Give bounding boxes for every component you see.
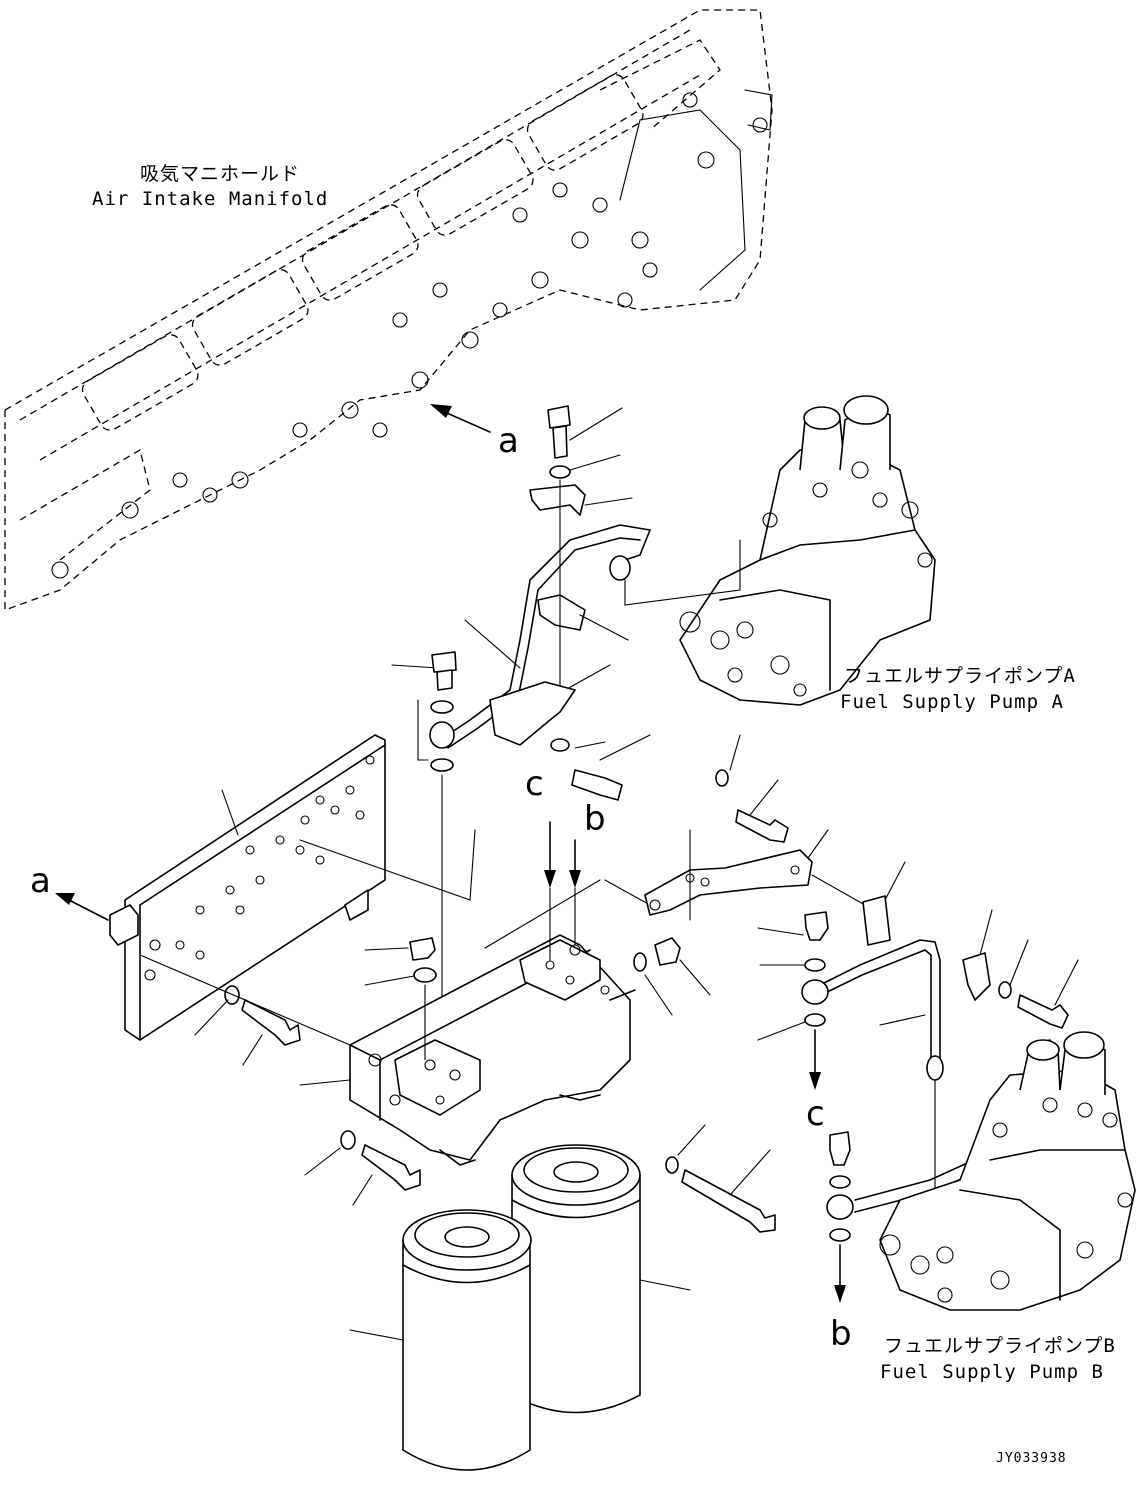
reference-arrow-c-head xyxy=(544,821,556,961)
filter-cartridge-front xyxy=(402,1209,532,1471)
reference-letter-c-right: c xyxy=(806,1094,825,1134)
plate-bolt xyxy=(241,999,301,1046)
head-lower-bolt-right xyxy=(681,1169,776,1233)
head-plug-right-gasket xyxy=(633,952,647,972)
reference-letter-a-top: a xyxy=(498,421,519,461)
reference-arrow-a-left xyxy=(55,893,109,921)
head-plug-left-gasket xyxy=(413,967,437,983)
tube-b-bracket-washer xyxy=(998,981,1012,999)
middle-clamp xyxy=(537,594,586,631)
right-banjo-eye xyxy=(801,979,829,1005)
right-bracket xyxy=(644,849,813,916)
head-lower-washer-left xyxy=(340,1130,356,1150)
tube-b-clip xyxy=(862,895,891,946)
right-banjo-washer-lower xyxy=(804,1013,826,1027)
pump-a-label-jp: フュエルサプライポンプA xyxy=(844,665,1076,687)
left-eye-fitting xyxy=(429,721,455,749)
top-washer xyxy=(549,465,571,479)
leader-lines-top xyxy=(391,407,651,761)
fuel-supply-pump-a xyxy=(624,395,936,706)
right-bracket-washer xyxy=(715,769,729,787)
pump-b-banjo-bolt xyxy=(829,1131,851,1166)
reference-letter-b-right: b xyxy=(830,1314,852,1354)
reference-letter-a-left: a xyxy=(30,861,51,901)
tube-bracket xyxy=(489,681,576,746)
air-intake-label-jp: 吸気マニホールド xyxy=(140,163,300,185)
air-intake-manifold xyxy=(4,9,773,611)
bracket-bolt xyxy=(571,769,623,801)
fuel-tube-b xyxy=(809,939,941,1061)
head-lower-washer-right xyxy=(665,1156,679,1174)
reference-letter-b-head: b xyxy=(584,799,606,839)
drawing-code: JY033938 xyxy=(996,1451,1067,1466)
tube-b-lower-eye xyxy=(926,1055,944,1081)
pump-b-label-en: Fuel Supply Pump B xyxy=(880,1361,1104,1383)
pump-b-label-jp: フュエルサプライポンプB xyxy=(884,1335,1116,1357)
pump-b-washer-upper xyxy=(829,1175,851,1189)
left-washer-upper xyxy=(430,700,454,714)
filter-head xyxy=(349,934,636,1166)
right-bracket-bolt xyxy=(735,809,789,843)
right-banjo-bolt xyxy=(804,911,829,941)
head-plug-right xyxy=(654,937,681,966)
pump-a-label-en: Fuel Supply Pump A xyxy=(840,691,1064,713)
reference-arrow-a-top xyxy=(430,404,491,433)
right-banjo-washer-upper xyxy=(804,958,826,972)
tube-a-eye-fitting xyxy=(609,555,631,581)
reference-arrow-c-right xyxy=(809,1029,821,1090)
fuel-supply-pump-b xyxy=(879,1031,1136,1311)
reference-arrow-b-right xyxy=(834,1244,846,1303)
tube-b-bracket-bolt xyxy=(1017,994,1069,1029)
pump-b-washer-lower xyxy=(829,1228,851,1242)
head-lower-bolt-left xyxy=(361,1144,421,1191)
pump-b-banjo-eye xyxy=(826,1194,854,1220)
mounting-plate xyxy=(109,734,386,1041)
top-clamp xyxy=(529,484,586,516)
reference-letter-c-head: c xyxy=(525,764,544,804)
bracket-washer xyxy=(550,738,570,752)
left-washer-lower xyxy=(430,758,454,772)
filter-cartridge-rear xyxy=(511,1144,641,1414)
reference-arrow-b-head xyxy=(569,839,581,946)
air-intake-label-en: Air Intake Manifold xyxy=(92,188,328,210)
top-bolt xyxy=(547,405,571,459)
left-tube-bolt xyxy=(431,651,457,691)
tube-b-bracket xyxy=(962,952,991,1001)
head-plug-left xyxy=(409,937,436,961)
